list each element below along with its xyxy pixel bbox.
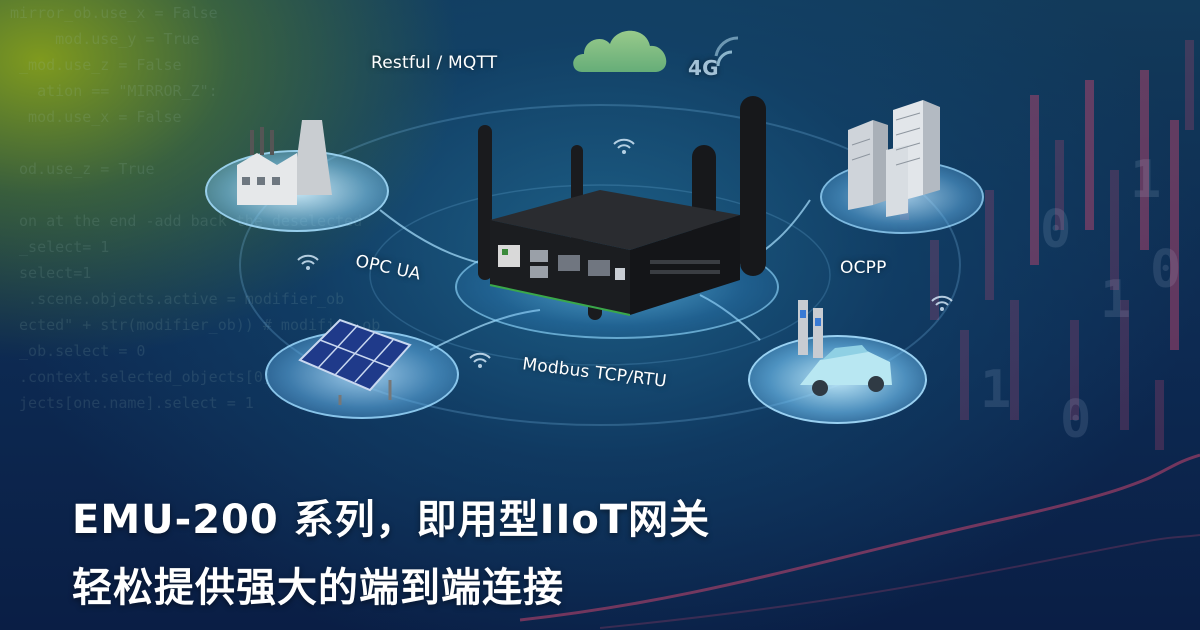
code-texture-background: mirror_ob.use_x = False mod.use_y = True… [10,4,381,412]
4g-signal-icon: 4G [688,56,719,80]
restful-mqtt-label: Restful / MQTT [371,53,498,73]
wifi-icon [297,254,319,270]
data-center-icon [848,100,940,217]
wifi-icon [931,295,953,311]
headline-line-1: EMU-200 系列，即用型IIoT网关 [72,497,711,543]
gateway-device-image [478,96,766,320]
headline-line-2: 轻松提供强大的端到端连接 [72,565,564,611]
cloud-icon [573,30,667,72]
4g-waves-icon [714,36,739,67]
factory-icon [237,120,332,205]
wifi-icon [469,352,491,368]
solar-panel-icon [298,318,412,405]
ev-charging-icon [798,300,892,396]
ocpp-label: OCPP [840,258,887,278]
wifi-icon [613,138,635,154]
